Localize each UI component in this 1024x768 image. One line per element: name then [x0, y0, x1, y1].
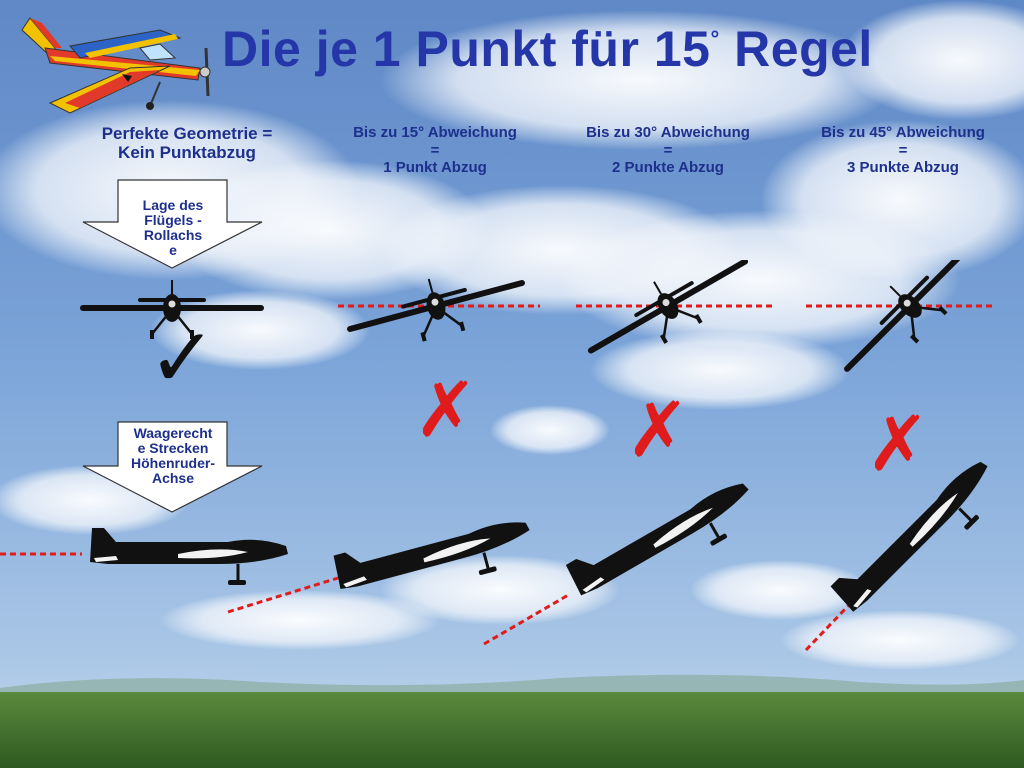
- column-heading-15deg: Bis zu 15° Abweichung = 1 Punkt Abzug: [320, 124, 550, 177]
- heading-line: 1 Punkt Abzug: [383, 159, 487, 176]
- pitch-axis-arrow: [82, 421, 263, 513]
- label-line: e: [169, 242, 177, 258]
- heading-line: Bis zu 30° Abweichung: [586, 124, 750, 141]
- front-plane-0: [80, 280, 264, 339]
- front-plane-15: [347, 278, 525, 342]
- heading-line: =: [663, 141, 673, 159]
- front-plane-45: [844, 260, 976, 372]
- column-heading-30deg: Bis zu 30° Abweichung = 2 Punkte Abzug: [553, 124, 783, 177]
- side-plane-30: [565, 483, 749, 596]
- cross-icon: ✗: [866, 399, 930, 488]
- label-line: Flügels -: [144, 212, 202, 228]
- reference-line: [804, 604, 850, 652]
- pitch-axis-label: Waagerecht e Strecken Höhenruder- Achse: [112, 426, 234, 486]
- page-title: Die je 1 Punkt für 15° Regel: [222, 20, 873, 78]
- heading-line: Perfekte Geometrie =: [101, 124, 273, 143]
- roll-axis-label: Lage des Flügels - Rollachs e: [118, 198, 228, 258]
- label-line: Lage des: [142, 197, 204, 213]
- column-heading-perfect: Perfekte Geometrie = Kein Punktabzug: [72, 124, 302, 162]
- label-line: Höhenruder-: [131, 455, 215, 471]
- front-plane-30: [587, 260, 749, 354]
- checkmark-icon: ✓: [148, 311, 217, 406]
- column-heading-45deg: Bis zu 45° Abweichung = 3 Punkte Abzug: [788, 124, 1018, 177]
- cross-icon: ✗: [414, 365, 478, 454]
- side-plane-45: [830, 461, 988, 612]
- side-plane-15: [333, 522, 530, 589]
- heading-line: =: [430, 141, 440, 159]
- roll-axis-arrow: [82, 179, 263, 269]
- label-line: Waagerecht: [133, 425, 213, 441]
- heading-line: Bis zu 15° Abweichung: [353, 124, 517, 141]
- reference-line: [483, 592, 571, 646]
- side-view-row: [0, 461, 988, 652]
- heading-line: 2 Punkte Abzug: [612, 159, 724, 176]
- cross-icon: ✗: [626, 385, 690, 474]
- heading-line: Kein Punktabzug: [118, 143, 256, 162]
- title-suffix: Regel: [734, 21, 873, 77]
- label-line: Achse: [151, 470, 195, 486]
- label-line: e Strecken: [137, 440, 209, 456]
- label-line: Rollachs: [143, 227, 203, 243]
- title-text: Die je 1 Punkt für 15: [222, 21, 711, 77]
- aerobatic-plane-logo: [21, 17, 211, 114]
- title-degree: °: [710, 26, 720, 51]
- front-view-row: [80, 260, 992, 372]
- heading-line: 3 Punkte Abzug: [847, 159, 959, 176]
- reference-line: [227, 576, 339, 614]
- side-plane-0: [90, 528, 288, 585]
- heading-line: Bis zu 45° Abweichung: [821, 124, 985, 141]
- heading-line: =: [898, 141, 908, 159]
